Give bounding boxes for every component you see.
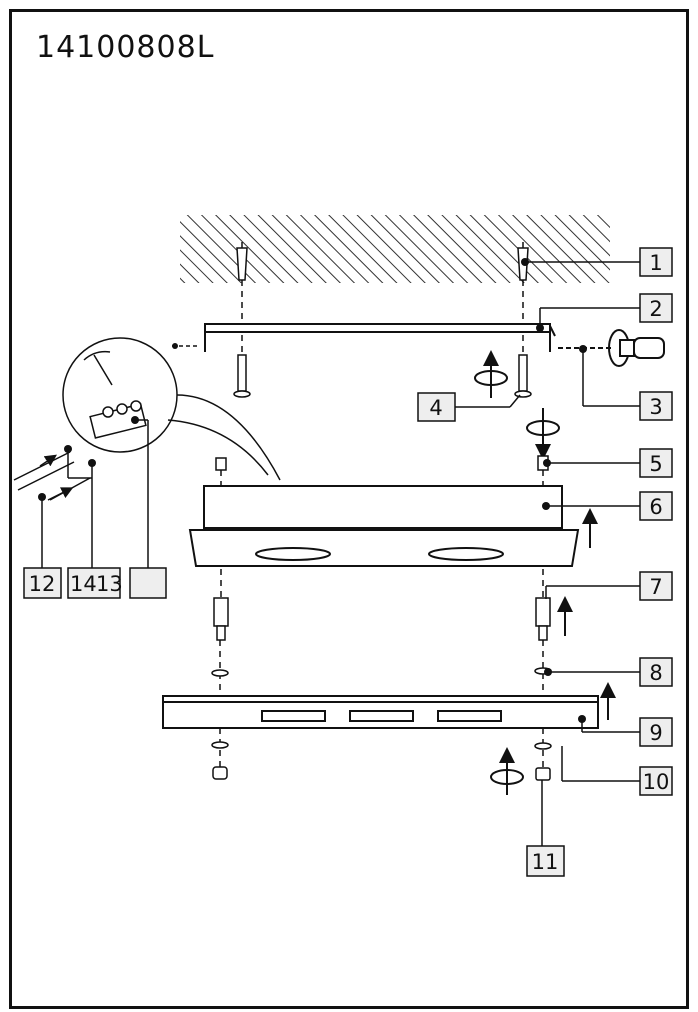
callout-3: 3 bbox=[649, 395, 662, 419]
dot-8 bbox=[544, 668, 552, 676]
callout-1: 1 bbox=[649, 251, 662, 275]
cap-nut-right bbox=[535, 767, 551, 781]
mounting-bracket bbox=[204, 323, 556, 352]
cap-nut-left bbox=[212, 766, 228, 780]
dot-2 bbox=[536, 324, 544, 332]
supply-wires bbox=[13, 451, 91, 501]
rotate-arrow-lower bbox=[490, 747, 524, 795]
callout-14: 14 bbox=[70, 572, 97, 596]
callout-11: 11 bbox=[532, 850, 559, 874]
ceiling-hatch bbox=[180, 215, 610, 283]
callout-box-7 bbox=[639, 571, 673, 601]
side-screw-left bbox=[172, 343, 178, 349]
leader-4b bbox=[509, 394, 521, 408]
callout-box-8 bbox=[639, 657, 673, 687]
callout-9: 9 bbox=[649, 721, 662, 745]
callout-box-12 bbox=[23, 567, 62, 599]
diffuser-frame bbox=[162, 695, 599, 729]
callout-box-9 bbox=[639, 717, 673, 747]
callout-box-11 bbox=[526, 845, 565, 877]
callout-6: 6 bbox=[649, 495, 662, 519]
rotate-arrow-middle bbox=[526, 408, 560, 460]
callout-2: 2 bbox=[649, 297, 662, 321]
dot-13 bbox=[88, 459, 96, 467]
wall-plug-left bbox=[236, 242, 248, 281]
dot-1 bbox=[521, 258, 529, 266]
screw-left bbox=[233, 354, 251, 398]
callout-12: 12 bbox=[29, 572, 56, 596]
dot-blank bbox=[131, 416, 139, 424]
rotate-arrow-upper bbox=[474, 350, 508, 398]
lower-washer-right bbox=[534, 742, 552, 750]
spacer-right bbox=[535, 597, 551, 641]
callout-box-6 bbox=[639, 491, 673, 521]
wiring-detail-inset bbox=[62, 337, 281, 481]
callout-box-1 bbox=[639, 247, 673, 277]
callout-13: 13 bbox=[96, 572, 123, 596]
callout-box-3 bbox=[639, 391, 673, 421]
callout-box-10 bbox=[639, 766, 673, 796]
callout-4: 4 bbox=[429, 396, 442, 420]
spacer-left bbox=[213, 597, 229, 641]
screwdriver-icon bbox=[558, 329, 665, 367]
dot-12 bbox=[38, 493, 46, 501]
callout-5: 5 bbox=[649, 452, 662, 476]
callout-10: 10 bbox=[643, 770, 670, 794]
callout-box-2 bbox=[639, 293, 673, 323]
diagram-frame bbox=[9, 9, 689, 1009]
callout-box-5 bbox=[639, 448, 673, 478]
callout-7: 7 bbox=[649, 575, 662, 599]
callout-box-blank bbox=[129, 567, 167, 599]
callout-box-4 bbox=[417, 392, 456, 422]
screw-right bbox=[514, 354, 532, 398]
top-cap-screw-left bbox=[215, 457, 227, 471]
dot-6 bbox=[542, 502, 550, 510]
callout-box-14-13 bbox=[67, 567, 121, 599]
lower-washer-left bbox=[211, 741, 229, 749]
model-number: 14100808L bbox=[36, 30, 215, 65]
dot-3 bbox=[579, 345, 587, 353]
dot-9 bbox=[578, 715, 586, 723]
washer-left bbox=[211, 669, 229, 677]
dot-14 bbox=[64, 445, 72, 453]
callout-8: 8 bbox=[649, 661, 662, 685]
dot-5 bbox=[543, 459, 551, 467]
canopy-housing bbox=[188, 485, 580, 567]
